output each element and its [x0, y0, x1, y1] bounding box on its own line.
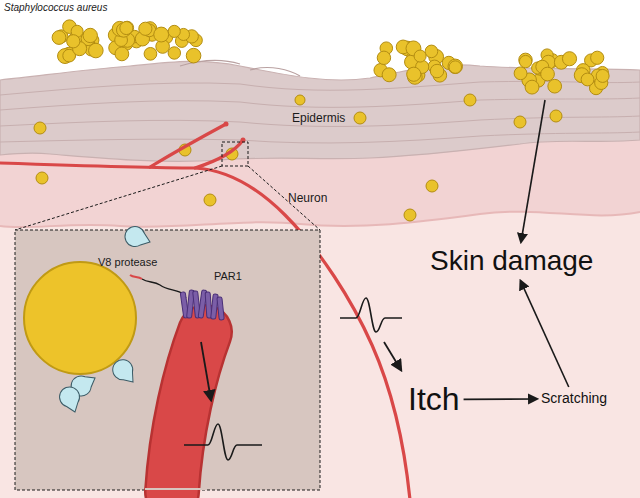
outcome-node: Skin damage	[430, 246, 593, 277]
zoom-line	[15, 166, 222, 230]
bacterium	[414, 50, 426, 62]
bacterium	[541, 67, 555, 81]
receptor-label: PAR1	[214, 270, 242, 282]
flow-arrow	[464, 398, 537, 400]
node-text: Scratching	[541, 391, 607, 406]
bacterium	[550, 110, 562, 122]
bacterium	[377, 51, 390, 64]
bacterium	[168, 25, 180, 37]
bacterium	[154, 27, 169, 42]
enzyme-label: V8 protease	[98, 256, 157, 268]
bacterium	[519, 55, 531, 67]
bacterium	[448, 59, 462, 73]
outcome-node: Itch	[408, 382, 460, 417]
bacterium	[591, 51, 604, 64]
neuron	[0, 124, 410, 498]
part-label: Neuron	[288, 192, 327, 205]
bacterium	[581, 73, 594, 86]
bacterium	[34, 122, 46, 134]
bacterium	[514, 67, 527, 80]
bacterium	[139, 22, 152, 35]
flow-arrow	[521, 281, 569, 387]
bacterium	[464, 94, 476, 106]
bacterium	[186, 48, 201, 63]
bacterium	[449, 61, 461, 73]
epidermis	[0, 61, 640, 161]
bacterium	[120, 22, 133, 35]
bacterium	[67, 35, 80, 48]
bacterium	[548, 79, 562, 93]
bacterium	[115, 47, 129, 61]
bacterium	[562, 52, 576, 66]
bacterium	[83, 28, 97, 42]
bacterium	[52, 31, 66, 45]
bacterium	[514, 116, 526, 128]
bacteria	[34, 20, 609, 221]
bacterium	[382, 68, 396, 82]
bacterium	[525, 80, 539, 94]
damage-arrow	[521, 100, 545, 242]
bacterium	[144, 47, 157, 60]
bacterium	[121, 21, 134, 34]
nerve-ending	[224, 122, 229, 127]
epidermis-layers	[0, 81, 640, 143]
action-potential	[340, 298, 402, 332]
signal-arrow	[384, 342, 401, 370]
bacterium	[168, 47, 180, 59]
zoom-box	[222, 142, 248, 166]
bacterium	[404, 209, 416, 221]
bacterium	[430, 64, 444, 78]
bacterium	[596, 69, 609, 82]
species-label: Staphylococcus aureus	[4, 2, 107, 13]
node-text: Skin damage	[430, 246, 593, 277]
layer-label: Epidermis	[292, 112, 345, 125]
dermis-border	[0, 212, 640, 227]
bacterium	[354, 112, 366, 124]
bacterium	[36, 172, 48, 184]
skin-flakes	[180, 60, 300, 76]
node-text: Itch	[408, 382, 460, 417]
inset	[15, 224, 320, 492]
bacterium	[407, 67, 421, 81]
bacterium	[295, 95, 305, 105]
outcome-node: Scratching	[541, 391, 607, 406]
bacterium	[426, 180, 438, 192]
bacterium	[204, 194, 216, 206]
bacterium	[425, 45, 438, 58]
